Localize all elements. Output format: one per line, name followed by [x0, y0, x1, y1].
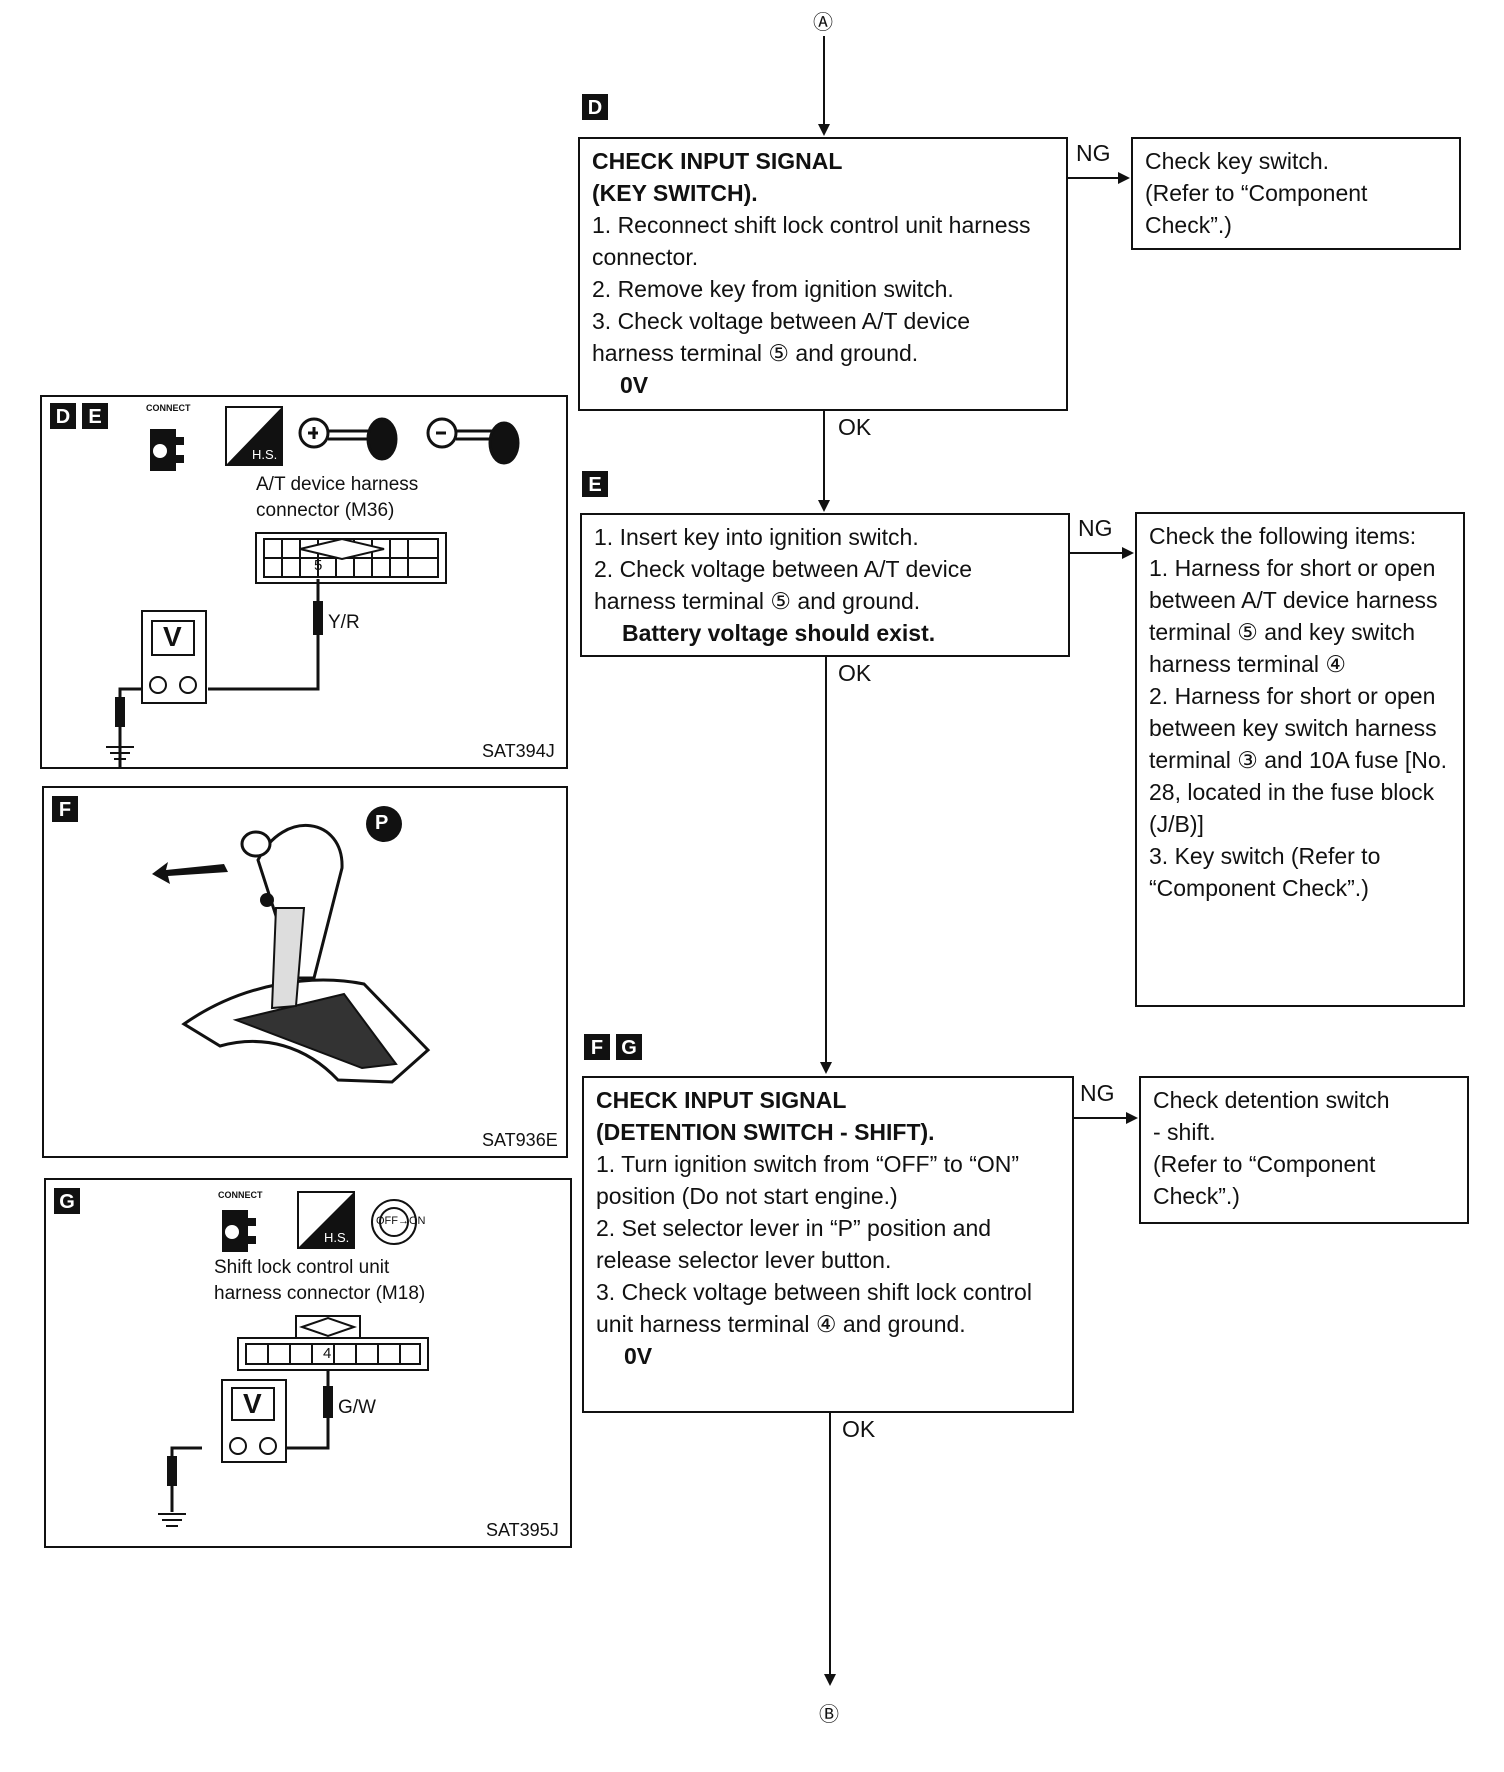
figure-de-hs-label: H.S. — [252, 447, 278, 462]
connector-m18-drawing — [237, 1315, 429, 1371]
harness-side-icon — [297, 1191, 355, 1249]
ng-box-d-line-2: (Refer to “Component — [1145, 180, 1368, 206]
figure-f-code: SAT936E — [482, 1130, 558, 1150]
connect-icon — [150, 429, 184, 471]
ng-label-e: NG — [1078, 515, 1113, 541]
figure-g-connect-label: CONNECT — [218, 1190, 263, 1200]
ok-label-e: OK — [838, 660, 872, 686]
figure-f-drawing — [152, 806, 431, 1084]
ng-box-e-item-1: 1. Harness for short or open between A/T… — [1149, 555, 1438, 677]
ng-box-e-heading: Check the following items: — [1149, 523, 1417, 549]
figure-de-caption-2: connector (M36) — [256, 500, 395, 521]
ng-label-d: NG — [1076, 140, 1111, 166]
step-tag-f: F — [584, 1034, 610, 1060]
step-tag-d: D — [582, 94, 608, 120]
step-e-result: Battery voltage should exist. — [622, 620, 936, 646]
ok-label-fg: OK — [842, 1416, 876, 1442]
connector-a: Ⓐ — [813, 12, 833, 34]
figure-de-tag-e: E — [82, 403, 108, 429]
figure-de-code: SAT394J — [482, 741, 555, 761]
figure-g-switch-label: OFF→ON — [376, 1215, 426, 1227]
ng-box-fg-line-2: - shift. — [1153, 1119, 1216, 1145]
step-e-item-1: 1. Insert key into ignition switch. — [594, 524, 919, 550]
ignition-switch-icon — [371, 1199, 417, 1245]
figure-de-meter: V — [163, 621, 182, 652]
figure-de-pin: 5 — [314, 557, 323, 574]
step-tag-e: E — [582, 471, 608, 497]
step-fg-item-2: 2. Set selector lever in “P” position an… — [596, 1215, 992, 1273]
ok-label-d: OK — [838, 414, 872, 440]
ng-box-d-line-1: Check key switch. — [1145, 148, 1330, 174]
step-d-title-2: (KEY SWITCH). — [592, 180, 758, 206]
harness-side-icon — [225, 406, 283, 466]
figure-g-caption-1: Shift lock control unit — [214, 1257, 390, 1278]
figure-g-caption-2: harness connector (M18) — [214, 1283, 426, 1304]
step-d-box: CHECK INPUT SIGNAL (KEY SWITCH). 1. Reco… — [578, 137, 1068, 411]
figure-de-drawing — [106, 406, 520, 769]
ng-box-fg: Check detention switch - shift. (Refer t… — [1139, 1076, 1469, 1224]
figure-f: F P SAT936E — [42, 786, 568, 1158]
figure-g-hs-label: H.S. — [324, 1230, 350, 1245]
figure-de-tag-d: D — [50, 403, 76, 429]
step-tag-g: G — [616, 1034, 642, 1060]
step-fg-item-1: 1. Turn ignition switch from “OFF” to “O… — [596, 1151, 1020, 1209]
step-d-result: 0V — [620, 372, 649, 398]
figure-de: D E — [40, 395, 568, 769]
ground-icon — [158, 1513, 186, 1527]
ng-box-e: Check the following items: 1. Harness fo… — [1135, 512, 1465, 1007]
connect-icon — [222, 1210, 256, 1252]
figure-g-drawing — [158, 1191, 429, 1527]
step-fg-box: CHECK INPUT SIGNAL (DETENTION SWITCH - S… — [582, 1076, 1074, 1413]
ng-box-e-item-2: 2. Harness for short or open between key… — [1149, 683, 1448, 837]
key-in-icon — [426, 417, 520, 465]
figure-de-wire: Y/R — [328, 612, 360, 633]
step-d-title-1: CHECK INPUT SIGNAL — [592, 148, 843, 174]
step-fg-item-3: 3. Check voltage between shift lock cont… — [596, 1279, 1032, 1337]
figure-g-code: SAT395J — [486, 1520, 559, 1540]
figure-f-tag: F — [52, 796, 78, 822]
ng-box-d: Check key switch. (Refer to “Component C… — [1131, 137, 1461, 250]
figure-de-connect-label: CONNECT — [146, 403, 191, 413]
ng-box-e-item-3: 3. Key switch (Refer to “Component Check… — [1149, 843, 1381, 901]
ng-box-fg-line-3: (Refer to “Component — [1153, 1151, 1376, 1177]
step-fg-title-1: CHECK INPUT SIGNAL — [596, 1087, 847, 1113]
ng-label-fg: NG — [1080, 1080, 1115, 1106]
figure-g-pin: 4 — [323, 1345, 332, 1362]
step-d-item-2: 2. Remove key from ignition switch. — [592, 276, 954, 302]
figure-de-caption-1: A/T device harness — [256, 474, 419, 495]
step-d-item-1: 1. Reconnect shift lock control unit har… — [592, 212, 1031, 270]
ground-icon — [106, 746, 134, 760]
figure-g-meter: V — [243, 1388, 262, 1419]
ng-box-fg-line-4: Check”.) — [1153, 1183, 1240, 1209]
ng-box-d-line-3: Check”.) — [1145, 212, 1232, 238]
figure-g-wire: G/W — [338, 1397, 376, 1418]
connector-b: Ⓑ — [819, 1704, 839, 1726]
figure-f-position: P — [375, 812, 389, 834]
voltmeter-icon — [141, 610, 207, 704]
step-e-item-2: 2. Check voltage between A/T device harn… — [594, 556, 973, 614]
voltmeter-icon — [221, 1379, 287, 1463]
ng-box-fg-line-1: Check detention switch — [1153, 1087, 1390, 1113]
step-e-box: 1. Insert key into ignition switch. 2. C… — [580, 513, 1070, 657]
step-fg-title-2: (DETENTION SWITCH - SHIFT). — [596, 1119, 935, 1145]
key-out-icon — [298, 417, 398, 461]
connector-m36-drawing — [255, 532, 447, 584]
figure-g-tag: G — [54, 1188, 80, 1214]
step-fg-result: 0V — [624, 1343, 653, 1369]
step-d-item-3: 3. Check voltage between A/T device harn… — [592, 308, 971, 366]
figure-g: G — [44, 1178, 572, 1548]
